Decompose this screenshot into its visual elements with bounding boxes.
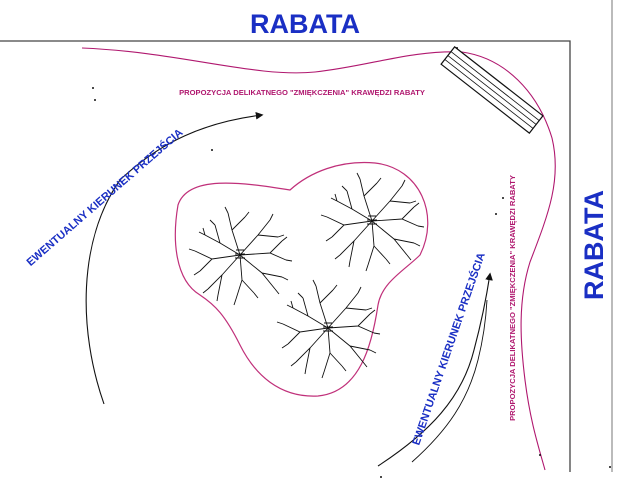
left-direction-label: EWENTUALNY KIERUNEK PRZEJŚCIA (24, 126, 186, 269)
survey-points (92, 47, 611, 478)
bench-icon (440, 46, 544, 134)
top-border-line (0, 40, 571, 472)
planting-bed-outline (174, 161, 429, 397)
left-path-arrow (85, 111, 264, 405)
right-direction-label: EWENTUALNY KIERUNEK PRZEJŚCIA (410, 251, 488, 447)
tree-icon (320, 172, 425, 272)
right-path-secondary-line (411, 299, 488, 463)
tree-icon (188, 206, 293, 306)
tree-icon (276, 279, 381, 379)
right-path-arrow (377, 272, 493, 467)
right-rabata-label: RABATA (579, 190, 609, 300)
right-proposal-label: PROPOZYCJA DELIKATNEGO "ZMIĘKCZENIA" KRA… (508, 175, 517, 421)
softened-edge-curve (81, 47, 556, 471)
top-proposal-label: PROPOZYCJA DELIKATNEGO "ZMIĘKCZENIA" KRA… (179, 88, 425, 97)
top-rabata-label: RABATA (250, 9, 360, 39)
